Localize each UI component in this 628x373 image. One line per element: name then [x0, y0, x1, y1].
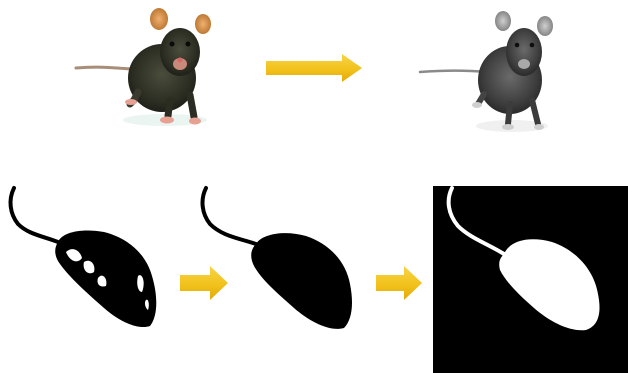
- arrow-right-icon: [180, 266, 228, 300]
- arrow-right-icon: [266, 54, 362, 82]
- rat-threshold-silhouette: [11, 188, 157, 327]
- rat-filled-silhouette: [203, 188, 352, 329]
- rat-inverted-binary-mask: [433, 186, 628, 373]
- rat-color-photo: [76, 8, 211, 126]
- arrow-right-icon: [376, 266, 422, 300]
- rat-grayscale-photo: [420, 11, 553, 132]
